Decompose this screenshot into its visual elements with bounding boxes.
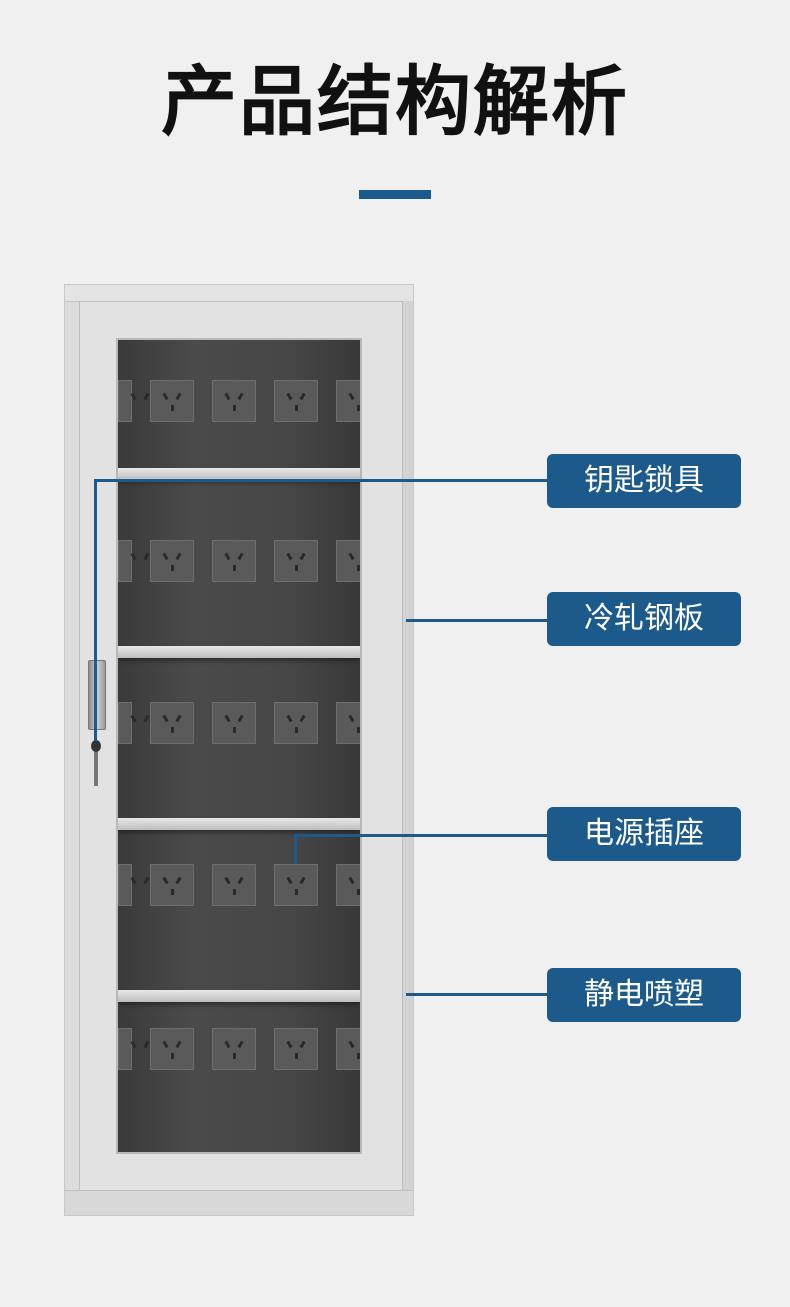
power-socket (212, 864, 256, 906)
callout-cold-rolled-steel: 冷轧钢板 (547, 592, 741, 646)
door-handle (88, 660, 106, 730)
key-icon (94, 752, 98, 786)
power-socket (336, 380, 360, 422)
callout-power-socket: 电源插座 (547, 807, 741, 861)
socket-row (118, 540, 360, 586)
shelf (118, 818, 360, 830)
callout-line-lock (94, 479, 548, 482)
callout-line-coating (406, 993, 548, 996)
power-socket (274, 540, 318, 582)
power-socket (118, 540, 132, 582)
title-underline (359, 190, 431, 199)
power-socket (274, 380, 318, 422)
power-socket (150, 702, 194, 744)
callout-key-lock: 钥匙锁具 (547, 454, 741, 508)
glass-window (116, 338, 362, 1154)
page-title: 产品结构解析 (161, 57, 629, 146)
callout-line-socket (294, 834, 548, 837)
socket-row (118, 380, 360, 426)
power-socket (118, 702, 132, 744)
power-socket (336, 540, 360, 582)
power-socket (118, 380, 132, 422)
socket-row (118, 864, 360, 910)
cabinet-side (403, 301, 413, 1191)
socket-row (118, 702, 360, 748)
power-socket (212, 540, 256, 582)
power-socket (150, 864, 194, 906)
callout-line-lock-vertical (94, 479, 97, 741)
power-socket (150, 1028, 194, 1070)
power-socket (118, 864, 132, 906)
power-socket (118, 1028, 132, 1070)
callout-line-socket-vertical (294, 834, 297, 864)
cabinet-base (65, 1190, 413, 1215)
power-socket (212, 1028, 256, 1070)
key-lock-icon (91, 740, 101, 752)
shelf (118, 646, 360, 658)
power-socket (212, 702, 256, 744)
cabinet-top (65, 285, 413, 302)
power-socket (150, 540, 194, 582)
power-socket (150, 380, 194, 422)
power-socket (336, 1028, 360, 1070)
power-socket (274, 864, 318, 906)
power-socket (336, 864, 360, 906)
power-socket (274, 702, 318, 744)
shelf (118, 468, 360, 480)
socket-row (118, 1028, 360, 1074)
power-socket (336, 702, 360, 744)
callout-powder-coating: 静电喷塑 (547, 968, 741, 1022)
shelf (118, 990, 360, 1002)
power-socket (274, 1028, 318, 1070)
power-socket (212, 380, 256, 422)
callout-line-steel (406, 619, 548, 622)
